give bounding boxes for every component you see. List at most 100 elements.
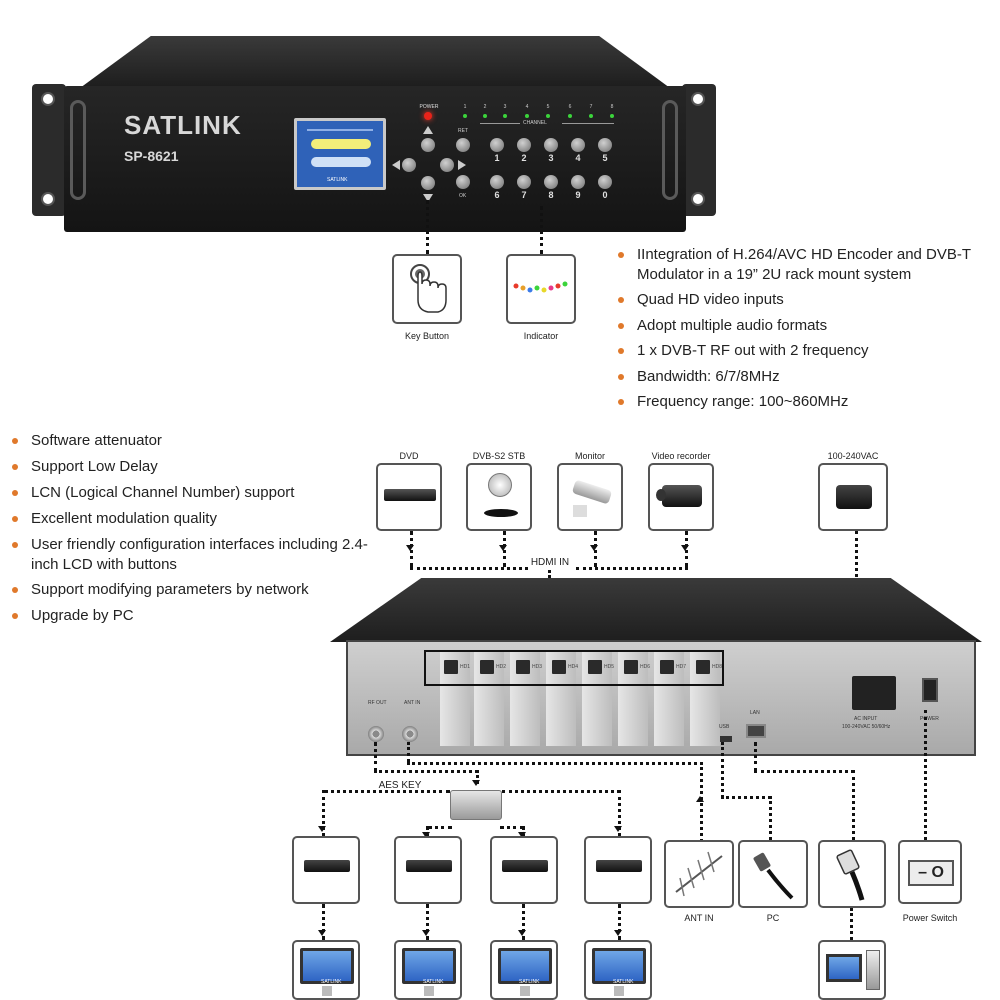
right-button[interactable] [440, 158, 454, 172]
key-2[interactable] [517, 138, 531, 152]
key-5[interactable] [598, 138, 612, 152]
hdmi-port[interactable] [552, 660, 566, 674]
key-7[interactable] [517, 175, 531, 189]
ac-input-label: AC INPUT [854, 716, 878, 722]
hdmi-port[interactable] [624, 660, 638, 674]
rack-ear-left [32, 84, 66, 216]
ret-label: RET [458, 128, 468, 134]
key-4[interactable] [571, 138, 585, 152]
key-9[interactable] [571, 175, 585, 189]
camera-mount [573, 505, 587, 517]
usb-port[interactable] [720, 736, 732, 742]
lcd-screen: SATLINK [294, 118, 386, 190]
pc-tower [866, 950, 880, 990]
arrow-up-icon [696, 796, 704, 802]
security-camera-icon [557, 463, 623, 531]
brand-logo: SATLINK [124, 110, 242, 140]
key-1[interactable] [490, 138, 504, 152]
set-top-box-icon [596, 860, 642, 872]
ant-in-caption: ANT IN [684, 913, 714, 923]
feature-item: Bandwidth: 6/7/8MHz [618, 367, 997, 387]
power-label: POWER [419, 104, 439, 110]
led-number: 4 [525, 104, 529, 110]
lcd-menu-item [311, 157, 371, 167]
rack-handle-right [662, 100, 678, 200]
tv-stand [322, 986, 332, 996]
ret-button[interactable] [456, 138, 470, 152]
receiver-base [484, 509, 518, 517]
splitter-line [324, 790, 450, 793]
ant-in-port[interactable] [402, 726, 418, 742]
aes-key-label: AES KEY [378, 780, 422, 791]
bullet-icon [618, 252, 624, 258]
key-label: 8 [548, 190, 554, 200]
rf-out-line [374, 742, 377, 772]
hdmi-port[interactable] [444, 660, 458, 674]
hdmi-port[interactable] [588, 660, 602, 674]
hdmi-port-label: HD1 [460, 664, 471, 670]
key-label: 2 [521, 153, 527, 163]
rear-power-switch[interactable] [922, 678, 938, 702]
ac-input-socket[interactable] [852, 676, 896, 710]
hdmi-port[interactable] [696, 660, 710, 674]
arrow-down-icon [614, 930, 622, 936]
switch-symbol: – O [908, 860, 954, 886]
key-label: 7 [521, 190, 527, 200]
hdmi-port-label: HD5 [604, 664, 615, 670]
hdmi-port[interactable] [660, 660, 674, 674]
channel-led [525, 114, 529, 118]
rf-out-line [476, 770, 479, 784]
feature-item: IIntegration of H.264/AVC HD Encoder and… [618, 245, 999, 285]
desktop-pc-icon [818, 940, 886, 1000]
lan-label: LAN [750, 710, 760, 716]
tv-screen: SATLINK [498, 948, 552, 985]
tv-connector [522, 904, 525, 940]
tv-connector [322, 904, 325, 940]
tv-brand: SATLINK [321, 979, 342, 985]
arrow-left-icon [392, 160, 400, 170]
hdmi-port-group [424, 650, 724, 686]
channel-led [568, 114, 572, 118]
ant-in-line [407, 742, 410, 762]
up-button[interactable] [421, 138, 435, 152]
key-label: 5 [602, 153, 608, 163]
left-button[interactable] [402, 158, 416, 172]
key-8[interactable] [544, 175, 558, 189]
recorder-label: Video recorder [651, 451, 711, 461]
key-3[interactable] [544, 138, 558, 152]
tv-stand [614, 986, 624, 996]
camcorder-lens [656, 489, 666, 501]
splitter-line [500, 826, 524, 829]
plug-body [836, 485, 872, 509]
tv-screen: SATLINK [300, 948, 354, 985]
hdmi-in-label: HDMI IN [530, 557, 570, 568]
usb-cable-icon [738, 840, 808, 908]
bullet-icon [618, 348, 624, 354]
indicator-connector [540, 206, 543, 254]
lan-port[interactable] [746, 724, 766, 738]
arrow-down-icon [318, 826, 326, 832]
arrow-up-icon [423, 126, 433, 134]
key-label: 4 [575, 153, 581, 163]
feature-item: Software attenuator [12, 431, 376, 451]
ok-button[interactable] [456, 175, 470, 189]
tv-1: SATLINK [292, 940, 360, 1000]
hdmi-port-label: HD7 [676, 664, 687, 670]
arrow-down-icon [518, 930, 526, 936]
rf-out-port[interactable] [368, 726, 384, 742]
ac-spec-label: 100-240VAC 50/60Hz [842, 724, 891, 730]
key-0[interactable] [598, 175, 612, 189]
splitter-line [428, 826, 452, 829]
arrow-down-icon [518, 832, 526, 838]
down-button[interactable] [421, 176, 435, 190]
hdmi-port[interactable] [516, 660, 530, 674]
bullet-icon [618, 297, 624, 303]
led-number: 2 [483, 104, 487, 110]
hdmi-port[interactable] [480, 660, 494, 674]
lan-line [754, 770, 854, 773]
feature-item: Support Low Delay [12, 457, 376, 477]
rf-splitter-icon [450, 790, 502, 820]
key-6[interactable] [490, 175, 504, 189]
hdmi-bus-line [576, 567, 688, 570]
feature-item: Upgrade by PC [12, 606, 376, 626]
